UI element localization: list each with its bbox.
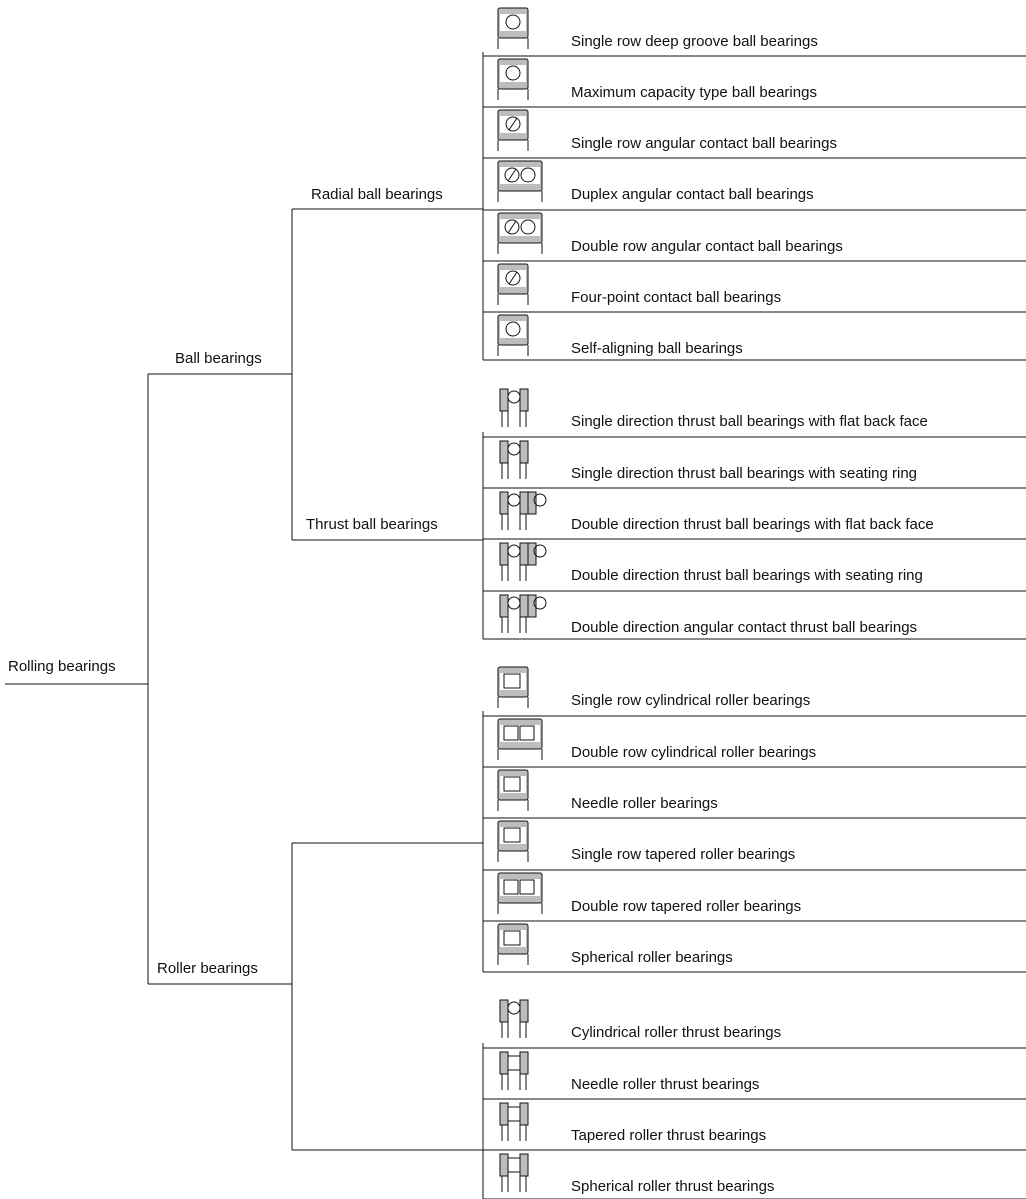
single-thrust-seating-icon — [499, 440, 529, 479]
bearing-type-label: Single row tapered roller bearings — [571, 846, 796, 863]
double-cylindrical-roller-icon — [497, 718, 543, 760]
bearing-type-label: Four-point contact ball bearings — [571, 289, 782, 306]
self-aligning-ball-bearing-icon — [497, 314, 529, 356]
double-tapered-roller-icon — [497, 872, 543, 914]
bearing-type-label: Needle roller thrust bearings — [571, 1076, 760, 1093]
double-row-angular-contact-icon — [497, 212, 543, 254]
bearing-type-label: Single row angular contact ball bearings — [571, 135, 837, 152]
ball-bearings-label: Ball bearings — [175, 350, 262, 367]
tapered-thrust-icon — [499, 1102, 529, 1141]
bearing-type-label: Double row tapered roller bearings — [571, 898, 802, 915]
bearing-type-label: Spherical roller bearings — [571, 949, 733, 966]
bearing-type-label: Double direction thrust ball bearings wi… — [571, 567, 923, 584]
double-thrust-flat-icon — [499, 491, 547, 530]
four-point-contact-icon — [497, 263, 529, 305]
bearing-type-label: Single row cylindrical roller bearings — [571, 692, 811, 709]
bearing-type-label: Tapered roller thrust bearings — [571, 1127, 767, 1144]
bearing-type-label: Double row cylindrical roller bearings — [571, 744, 817, 761]
tapered-roller-icon — [497, 820, 529, 862]
bearing-type-label: Cylindrical roller thrust bearings — [571, 1024, 782, 1041]
bearing-type-label: Single row deep groove ball bearings — [571, 33, 818, 50]
cylindrical-thrust-icon — [499, 999, 529, 1038]
spherical-roller-icon — [497, 923, 529, 965]
deep-groove-ball-bearing-icon — [497, 7, 529, 49]
bearing-type-label: Self-aligning ball bearings — [571, 340, 743, 357]
bearing-type-label: Maximum capacity type ball bearings — [571, 84, 817, 101]
angular-contact-ball-bearing-icon — [497, 109, 529, 151]
needle-roller-icon — [497, 769, 529, 811]
bearing-type-label: Needle roller bearings — [571, 795, 718, 812]
bearing-type-label: Single direction thrust ball bearings wi… — [571, 465, 918, 482]
bearing-type-label: Spherical roller thrust bearings — [571, 1178, 775, 1195]
bearing-type-label: Single direction thrust ball bearings wi… — [571, 413, 928, 430]
thrust-ball-bearings-label: Thrust ball bearings — [306, 516, 438, 533]
roller-bearings-label: Roller bearings — [157, 960, 258, 977]
double-angular-thrust-icon — [499, 594, 547, 633]
radial-ball-bearings-label: Radial ball bearings — [311, 186, 443, 203]
needle-thrust-icon — [499, 1051, 529, 1090]
max-capacity-ball-bearing-icon — [497, 58, 529, 100]
single-thrust-flat-icon — [499, 388, 529, 427]
spherical-thrust-icon — [499, 1153, 529, 1192]
duplex-angular-contact-icon — [497, 160, 543, 202]
bearing-type-label: Double row angular contact ball bearings — [571, 238, 843, 255]
bearing-type-label: Double direction angular contact thrust … — [571, 619, 918, 636]
root-label: Rolling bearings — [8, 658, 116, 675]
double-thrust-seating-icon — [499, 542, 547, 581]
bearing-type-label: Duplex angular contact ball bearings — [571, 186, 814, 203]
bearing-type-label: Double direction thrust ball bearings wi… — [571, 516, 934, 533]
cylindrical-roller-icon — [497, 666, 529, 708]
